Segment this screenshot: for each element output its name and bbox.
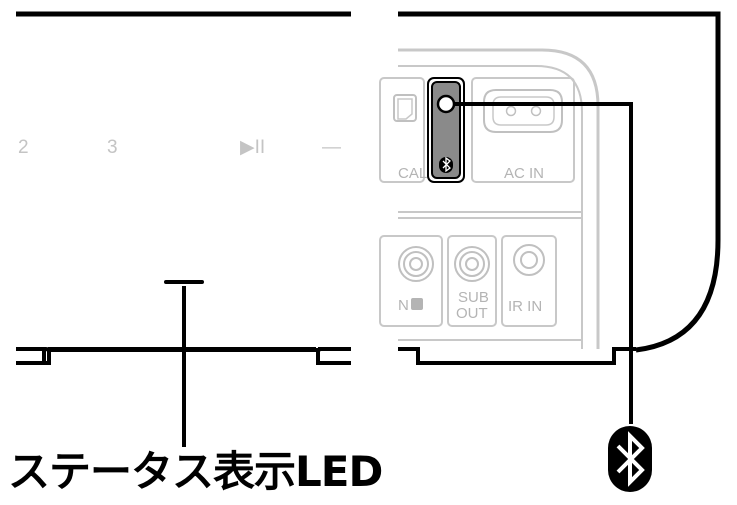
in-l-label: N: [398, 297, 409, 314]
sub-out-jack-inner: [465, 257, 479, 271]
ac-in-socket: [483, 89, 563, 133]
optical-label: CAL: [398, 165, 427, 182]
front-button-2: 2: [18, 137, 29, 158]
in-l-jack-outer: [398, 246, 434, 282]
bluetooth-button-circle: [436, 94, 456, 114]
ac-in-pin-left: [505, 105, 517, 117]
in-l-jack-inner: [409, 257, 423, 271]
in-l-section: [379, 235, 443, 327]
optical-section: [379, 77, 425, 183]
rear-panel: CAL AC IN N SUB OUT IR IN: [379, 11, 721, 492]
ir-in-jack-outer: [513, 244, 545, 276]
front-right-foot: [316, 347, 351, 365]
bluetooth-icon-rune: [616, 431, 645, 487]
ir-in-label: IR IN: [508, 298, 542, 315]
rear-bottom-edge: [398, 347, 636, 365]
ir-in-jack-inner: [520, 251, 538, 269]
in-l-jack-mid: [403, 251, 429, 277]
ir-in-section: [501, 235, 557, 327]
ac-in-label: AC IN: [504, 165, 544, 182]
rear-chassis-outline: [398, 48, 600, 349]
front-button-minus: —: [322, 137, 341, 158]
rear-outer-outline: [398, 11, 721, 353]
bluetooth-button-section: [427, 77, 465, 183]
sub-out-label-line2: OUT: [456, 305, 488, 322]
sub-out-jack-mid: [459, 251, 485, 277]
bluetooth-leader: [454, 102, 633, 424]
front-panel: 2 3 ▶II —: [16, 11, 351, 447]
front-button-3: 3: [107, 137, 118, 158]
ac-in-pin-right: [530, 105, 542, 117]
front-button-play-pause: ▶II: [240, 137, 265, 158]
ac-in-section: [471, 77, 575, 183]
in-l-badge: [411, 298, 423, 310]
ac-in-socket-inner: [492, 96, 555, 126]
optical-port: [393, 94, 417, 122]
status-led-caption: ステータス表示LED: [8, 447, 383, 496]
sub-out-section: [447, 235, 497, 327]
sub-out-label-line1: SUB: [458, 289, 489, 306]
optical-port-inner: [397, 98, 413, 120]
bluetooth-small-icon: [442, 156, 451, 173]
sub-out-jack-outer: [454, 246, 490, 282]
bluetooth-icon: [608, 426, 652, 492]
